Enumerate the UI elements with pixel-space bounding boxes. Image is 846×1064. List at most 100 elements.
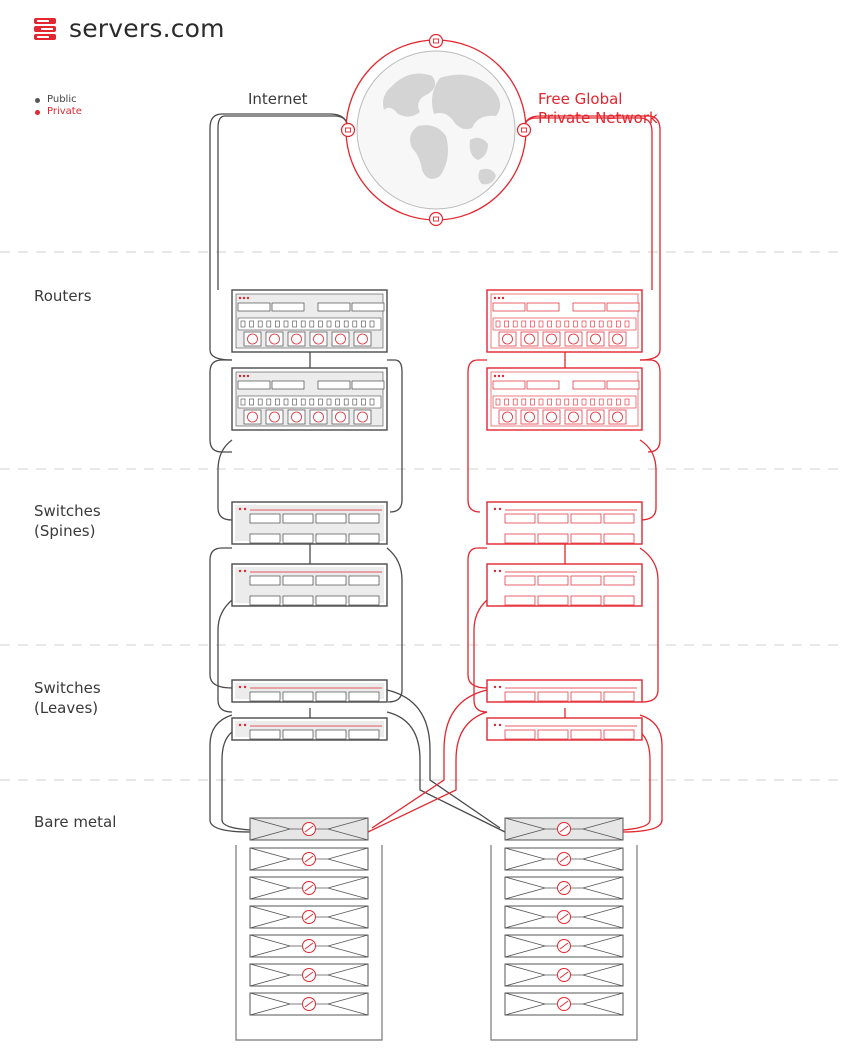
- port: [581, 398, 587, 406]
- port: [309, 320, 315, 328]
- status-led: [501, 296, 505, 300]
- fan-slot: [542, 409, 561, 425]
- fan: [291, 411, 302, 423]
- disk-needle: [559, 971, 569, 979]
- port-block: [348, 575, 380, 586]
- disk-icon: [302, 910, 316, 924]
- globe-landmass: [432, 74, 501, 130]
- disk-icon: [557, 852, 571, 866]
- status-led: [493, 296, 497, 300]
- disk-icon: [557, 881, 571, 895]
- fan: [612, 333, 623, 345]
- port: [581, 320, 587, 328]
- port: [300, 398, 306, 406]
- router-chassis: [486, 367, 643, 431]
- public-cable: [386, 547, 403, 703]
- port-block: [249, 729, 281, 740]
- port: [616, 320, 621, 328]
- server-bevel: [249, 1003, 291, 1016]
- fan: [335, 411, 346, 423]
- public-cable: [217, 599, 233, 713]
- port: [318, 320, 323, 328]
- port: [573, 398, 578, 406]
- port: [343, 320, 349, 328]
- disk-icon: [557, 910, 571, 924]
- server-bevel: [582, 905, 624, 918]
- fan-slot: [243, 331, 262, 347]
- private-cable: [523, 117, 653, 290]
- port: [318, 398, 323, 406]
- legend-item-private: Private: [35, 106, 82, 118]
- private-network-label: Free Global Private Network: [538, 90, 658, 127]
- port-block: [348, 533, 380, 544]
- status-led: [238, 685, 242, 689]
- server-chassis: [249, 847, 369, 871]
- server-chassis: [249, 817, 369, 841]
- port-block: [282, 575, 314, 586]
- fan-slot: [243, 409, 262, 425]
- server-chassis: [249, 963, 369, 987]
- lock-icon: [345, 127, 351, 133]
- router-icon: [486, 289, 643, 353]
- port-block: [317, 302, 351, 312]
- globe-landmass: [383, 73, 436, 117]
- server-bevel: [504, 876, 546, 889]
- port: [590, 398, 595, 406]
- port: [564, 320, 570, 328]
- server-bevel: [249, 858, 291, 871]
- disk-needle: [559, 913, 569, 921]
- fan: [313, 333, 324, 345]
- port: [266, 398, 272, 406]
- port: [283, 398, 289, 406]
- fan-slot: [287, 331, 306, 347]
- port-block: [603, 575, 635, 586]
- disk-icon: [302, 968, 316, 982]
- fan: [269, 333, 280, 345]
- port-block: [537, 575, 569, 586]
- fan: [269, 411, 280, 423]
- server-bevel: [582, 817, 624, 830]
- fan: [247, 333, 258, 345]
- server-bevel: [327, 828, 369, 841]
- status-led: [238, 723, 242, 727]
- fan-slot: [564, 331, 583, 347]
- disk-icon: [557, 939, 571, 953]
- private-cable: [367, 711, 488, 833]
- server-icon: [249, 992, 369, 1016]
- brand-logo[interactable]: servers.com: [33, 14, 225, 43]
- router-face: [490, 293, 639, 349]
- server-chassis: [249, 934, 369, 958]
- port: [530, 398, 535, 406]
- globe-sphere: [356, 50, 516, 210]
- port-block: [504, 575, 536, 586]
- port-block: [282, 729, 314, 740]
- public-cable: [209, 359, 232, 453]
- server-icon: [504, 992, 624, 1016]
- brand-name: servers.com: [69, 14, 225, 43]
- port: [352, 320, 358, 328]
- server-bevel: [582, 847, 624, 860]
- port: [512, 398, 518, 406]
- fan: [291, 333, 302, 345]
- disk-needle: [559, 855, 569, 863]
- status-led: [238, 569, 242, 573]
- fan: [590, 333, 601, 345]
- server-bevel: [504, 974, 546, 987]
- server-icon: [504, 817, 624, 841]
- switch-icon: [231, 501, 388, 545]
- private-cable: [523, 115, 661, 361]
- server-bevel: [327, 905, 369, 918]
- disk-icon: [557, 968, 571, 982]
- status-led: [497, 374, 501, 378]
- port-block: [537, 533, 569, 544]
- port: [521, 320, 527, 328]
- server-icon: [249, 905, 369, 929]
- port: [257, 320, 263, 328]
- server-chassis: [504, 847, 624, 871]
- switch-icon: [486, 563, 643, 607]
- switch-icon: [486, 501, 643, 545]
- server-chassis: [504, 934, 624, 958]
- server-bevel: [504, 847, 546, 860]
- port: [352, 398, 358, 406]
- globe-landmass: [478, 168, 496, 185]
